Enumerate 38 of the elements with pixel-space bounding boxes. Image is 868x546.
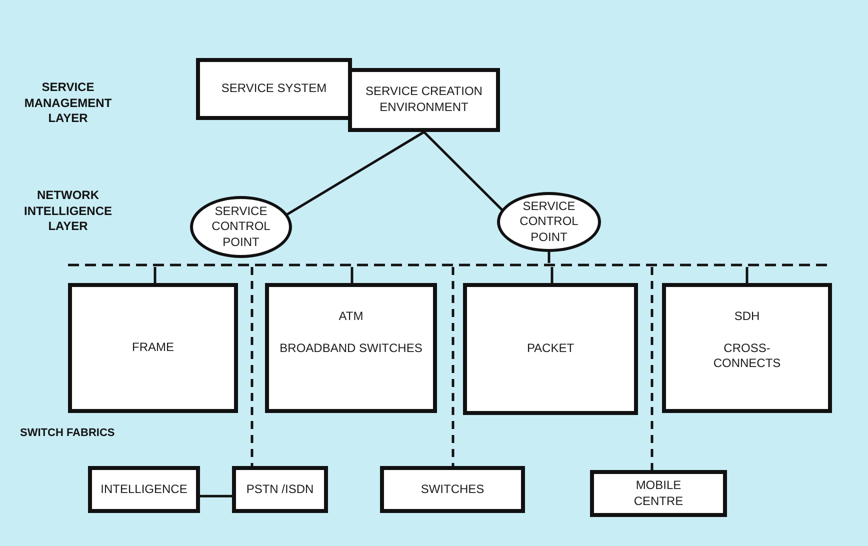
node-label: ATM: [338, 309, 364, 325]
dashed-connector: [250, 267, 254, 466]
node-label: PSTN /ISDN: [246, 482, 314, 498]
layer-label: SERVICE MANAGEMENT LAYER: [23, 80, 113, 127]
connector-line: [550, 267, 554, 283]
layer-label: NETWORK INTELLIGENCE LAYER: [22, 188, 113, 235]
process-box: [662, 283, 832, 413]
node-label: SWITCHES: [420, 482, 484, 498]
process-box: [265, 283, 437, 413]
connector-line: [423, 131, 504, 211]
connector-line: [746, 267, 748, 283]
node-label: INTELLIGENCE: [100, 482, 188, 498]
process-box: [68, 283, 238, 413]
node-label: CROSS-CONNECTS: [712, 340, 782, 372]
node-label: FRAME: [132, 340, 174, 356]
connector-line: [200, 494, 232, 498]
process-box: [232, 466, 328, 513]
dashed-connector: [452, 267, 454, 466]
node-label: BROADBAND SWITCHES: [280, 340, 422, 356]
connector-line: [286, 130, 425, 216]
node-label: SERVICE CONTROL POINT: [518, 198, 580, 246]
dashed-connector: [650, 267, 654, 470]
node-label: SDH: [733, 309, 761, 325]
node-label: SERVICE CONTROL POINT: [210, 204, 272, 250]
connector-line: [154, 267, 156, 283]
connector-line: [548, 252, 550, 263]
process-box: [88, 466, 200, 513]
process-box: [196, 58, 352, 120]
node-label: PACKET: [526, 341, 574, 357]
node-label: MOBILE CENTRE: [632, 478, 684, 510]
node-label: SERVICE CREATION ENVIRONMENT: [364, 84, 484, 116]
layer-label: SWITCH FABRICS: [20, 426, 115, 440]
process-box: [463, 283, 638, 415]
node-label: SERVICE SYSTEM: [221, 81, 327, 97]
process-box: [380, 466, 525, 513]
process-box: [348, 68, 500, 132]
connector-line: [350, 267, 354, 283]
process-box: [590, 470, 727, 517]
